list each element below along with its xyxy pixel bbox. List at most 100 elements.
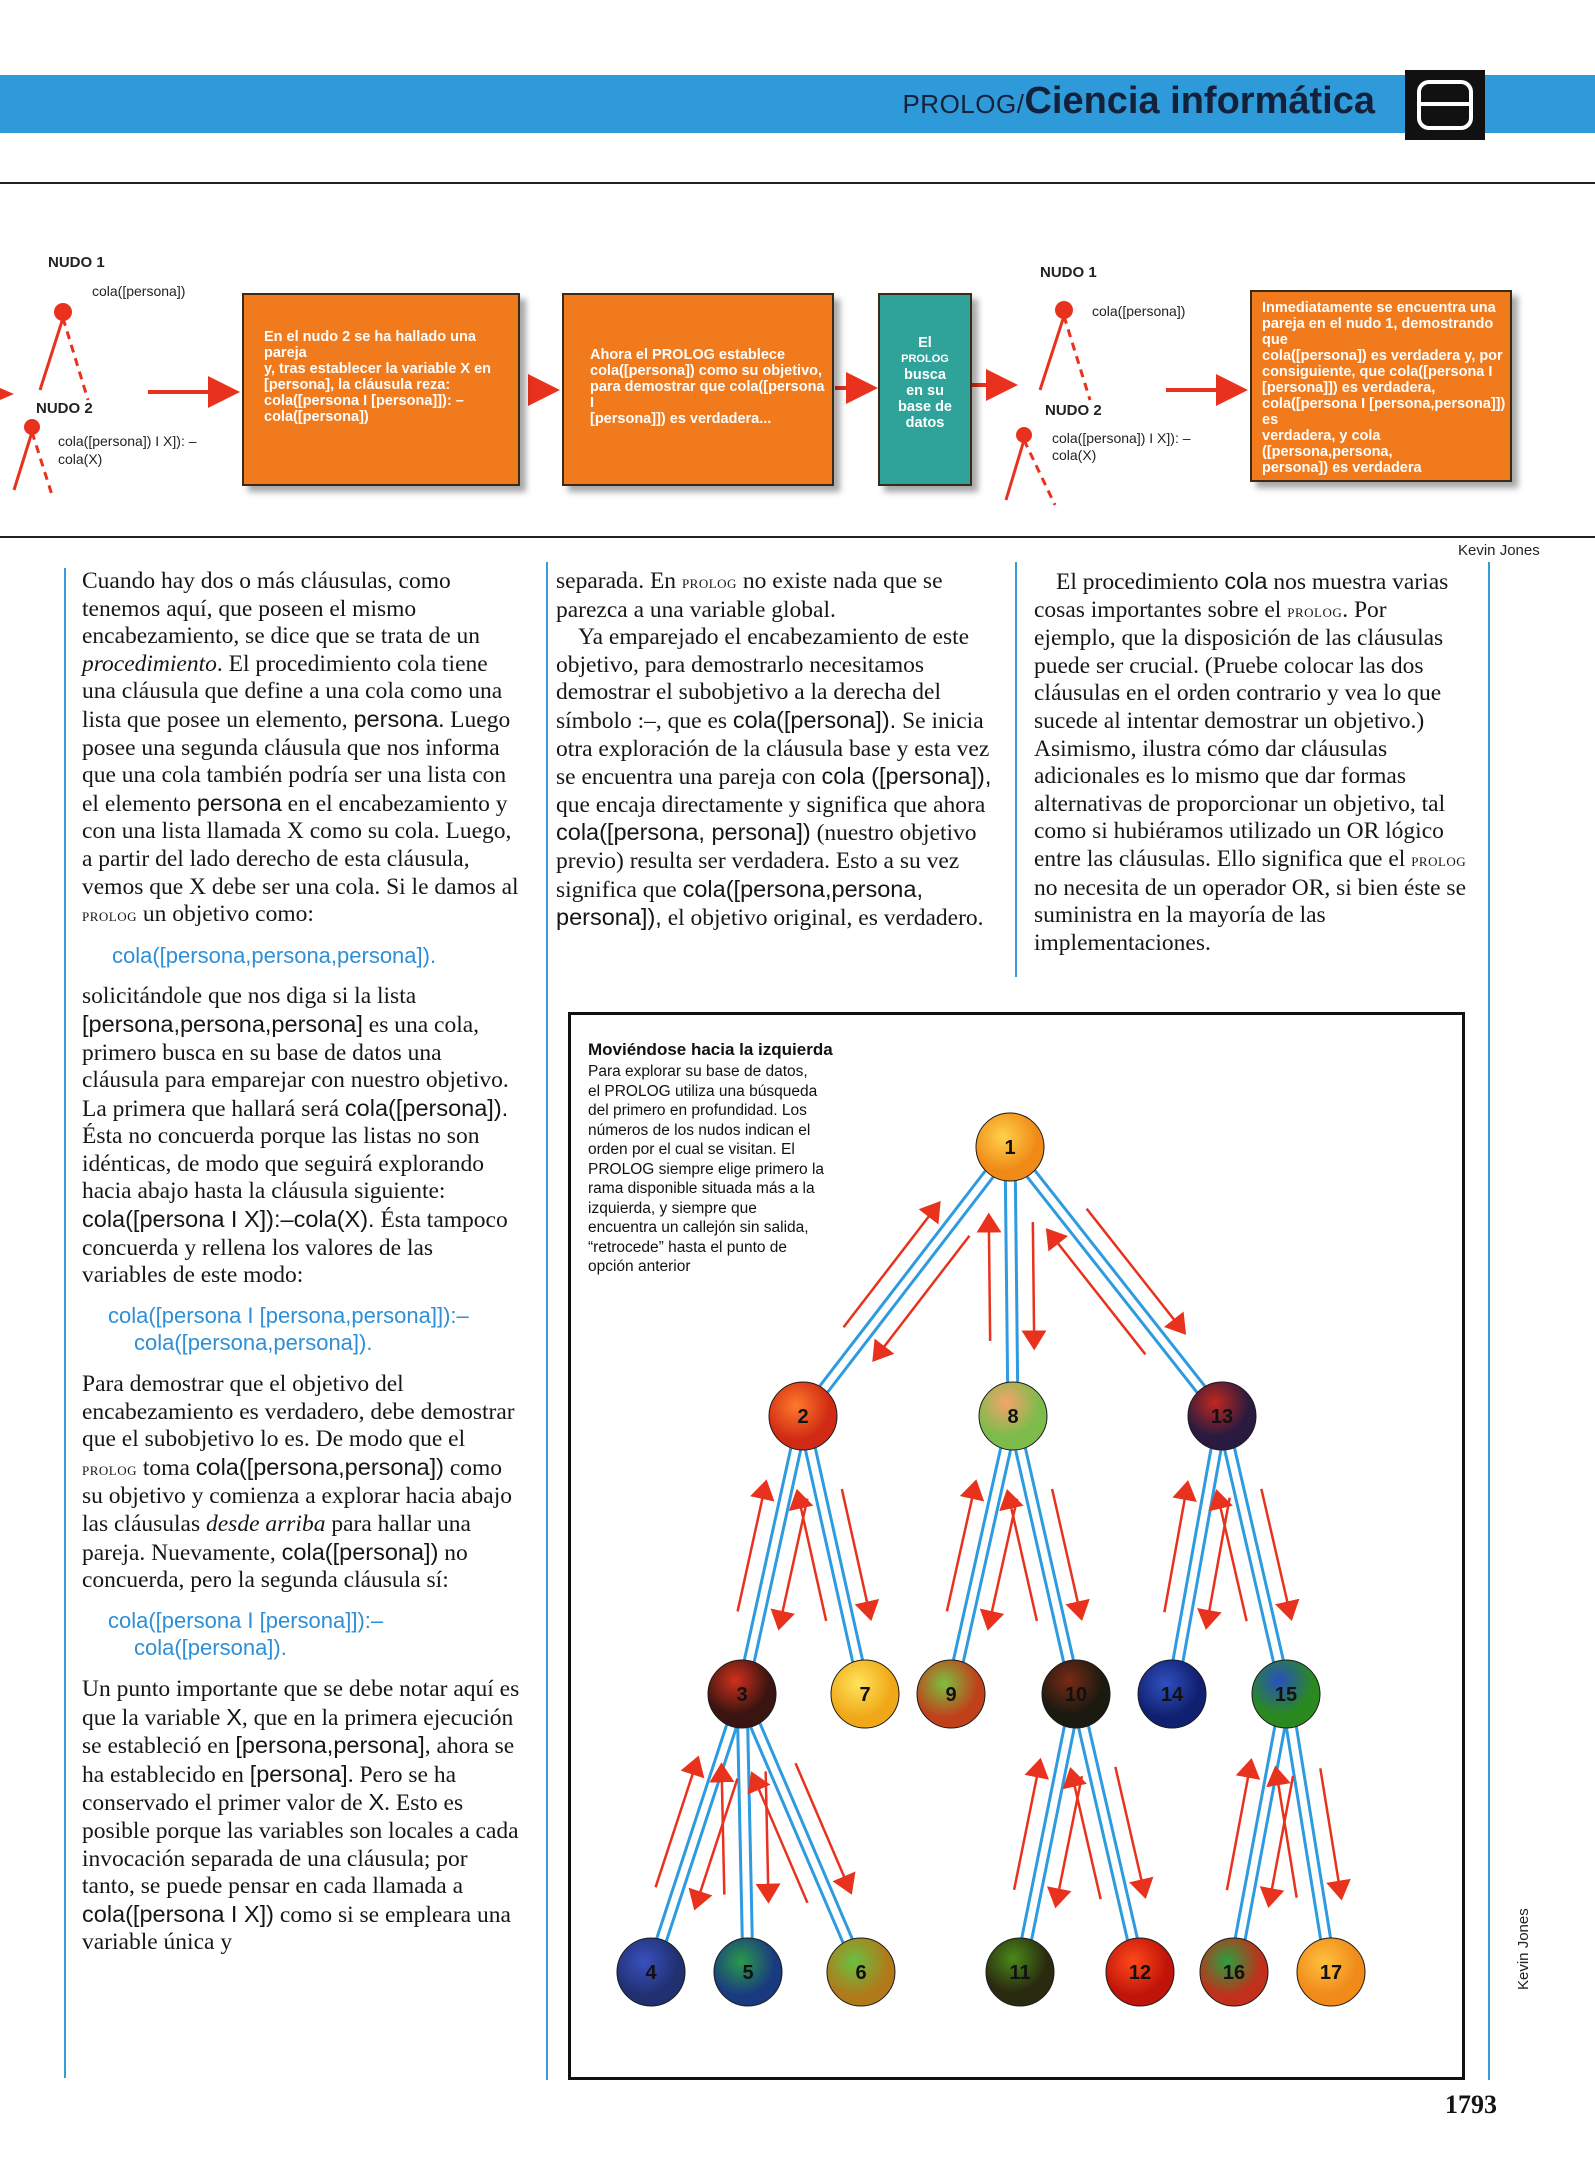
descend-arrow	[1021, 1222, 1047, 1351]
paragraph: Para demostrar que el objetivo del encab…	[82, 1371, 515, 1594]
column-rule-mid	[546, 562, 548, 2080]
tree-edge-line	[1285, 1728, 1323, 1940]
page-number: 1793	[1445, 2090, 1497, 2119]
tree-edges	[655, 1169, 1332, 1944]
tree-node-7: 7	[830, 1659, 900, 1729]
right-nudo2-label: NUDO 2	[1045, 402, 1102, 419]
paragraph: Ya emparejado el encabezamiento de este …	[556, 624, 992, 932]
figure-credit: Kevin Jones	[1515, 1908, 1532, 1990]
paragraph: Un punto importante que se debe notar aq…	[82, 1675, 520, 1956]
running-head: PROLOG/Ciencia informática	[902, 80, 1375, 122]
tree-edge-line	[826, 1176, 995, 1394]
right-nudo1-label: NUDO 1	[1040, 264, 1097, 281]
tree-edge-line	[736, 1728, 744, 1939]
tree-node-5: 5	[713, 1937, 783, 2007]
tree-node-circle	[768, 1381, 838, 1451]
backtrack-arrow	[1045, 1228, 1147, 1356]
tree-edge-line	[818, 1169, 987, 1387]
tree-edge-line	[1223, 1449, 1275, 1663]
tree-node-10: 10	[1041, 1659, 1111, 1729]
tree-node-circle	[1105, 1937, 1175, 2007]
tree-node-14: 14	[1137, 1659, 1207, 1729]
tree-edge-line	[813, 1447, 864, 1661]
tree-edge-line	[749, 1726, 845, 1944]
tree-node-11: 11	[985, 1937, 1055, 2007]
column-rule-right	[1015, 562, 1017, 977]
tree-edge-line	[1077, 1727, 1129, 1941]
tree-node-label: 15	[1275, 1684, 1297, 1706]
tree-node-4: 4	[616, 1937, 686, 2007]
left-nudo2-text2: cola(X)	[58, 451, 103, 467]
backtrack-arrow	[1208, 1489, 1248, 1622]
tree-node-17: 17	[1296, 1937, 1366, 2007]
backtrack-arrow	[1266, 1765, 1298, 1898]
backtrack-arrow	[945, 1479, 985, 1612]
tree-node-circle	[1187, 1381, 1257, 1451]
paragraph: Cuando hay dos o más cláusulas, como ten…	[82, 568, 519, 928]
paragraph: solicitándole que nos diga si la lista […	[82, 983, 509, 1289]
tree-edge-line	[742, 1447, 793, 1661]
header-rule	[0, 182, 1595, 184]
right-nudo1-text: cola([persona])	[1092, 303, 1186, 319]
tree-node-label: 5	[742, 1962, 753, 1984]
backtrack-arrow	[842, 1200, 941, 1329]
figure-title: Moviéndose hacia la izquierda	[588, 1040, 833, 1059]
backtrack-arrow	[1163, 1480, 1197, 1613]
descend-arrow	[1260, 1488, 1300, 1621]
tree-node-circle	[707, 1659, 777, 1729]
tree-node-2: 2	[768, 1381, 838, 1451]
tree-edge-line	[804, 1449, 855, 1663]
body-column-3: El procedimiento cola nos muestra varias…	[1034, 568, 1474, 957]
tree-edge-line	[655, 1724, 729, 1939]
left-nudo2-label: NUDO 2	[36, 400, 93, 417]
backtrack-arrow	[1225, 1757, 1261, 1891]
tree-edge-line	[746, 1727, 754, 1938]
left-nudo2-text1: cola([persona]) I X]): –	[58, 433, 197, 449]
figure-caption: Para explorar su base de datos,el PROLOG…	[588, 1063, 825, 1275]
descend-arrow	[1114, 1766, 1154, 1899]
right-nudo2-text1: cola([persona]) I X]): –	[1052, 430, 1191, 446]
tree-node-circle	[1251, 1659, 1321, 1729]
code-example-3b: cola([persona]).	[134, 1635, 287, 1661]
body-column-2: separada. En prolog no existe nada que s…	[556, 568, 996, 933]
tree-edge-line	[1020, 1726, 1066, 1938]
descend-arrow	[872, 1234, 971, 1363]
tree-node-label: 2	[797, 1406, 808, 1428]
tree-node-8: 8	[978, 1381, 1048, 1451]
tree-node-16: 16	[1199, 1937, 1269, 2007]
tree-node-circle	[713, 1937, 783, 2007]
tree-node-circle	[1137, 1659, 1207, 1729]
tree-edge-line	[1243, 1728, 1287, 1940]
tree-edge-line	[664, 1727, 738, 1942]
tree-edge-line	[1023, 1447, 1075, 1661]
tree-node-1: 1	[975, 1112, 1045, 1182]
descend-arrow	[794, 1762, 856, 1895]
diagram-credit: Kevin Jones	[1458, 542, 1540, 559]
header-band	[0, 75, 1595, 133]
tree-node-label: 12	[1129, 1962, 1151, 1984]
tree-node-circle	[616, 1937, 686, 2007]
tree-edge-line	[1030, 1728, 1076, 1940]
body-column-1: Cuando hay dos o más cláusulas, como ten…	[82, 568, 522, 1957]
diagram-bottom-rule	[0, 536, 1595, 538]
tree-edge-line	[1233, 1447, 1285, 1661]
tree-edge-line	[1003, 1181, 1010, 1383]
tree-node-label: 8	[1007, 1406, 1018, 1428]
tree-edge-line	[1087, 1725, 1139, 1939]
tree-edge-line	[1014, 1449, 1066, 1663]
tree-edge-line	[1181, 1450, 1223, 1662]
tree-arrows	[654, 1200, 1351, 1911]
descend-arrow	[1085, 1207, 1187, 1335]
tree-node-13: 13	[1187, 1381, 1257, 1451]
tree-node-label: 1	[1004, 1137, 1015, 1159]
tree-node-6: 6	[826, 1937, 896, 2007]
column-rule-left	[64, 568, 66, 2078]
tree-edge-line	[1294, 1726, 1332, 1938]
tree-edge-line	[1013, 1180, 1020, 1382]
tree-node-label: 4	[645, 1962, 657, 1984]
tree-edge-line	[1033, 1169, 1207, 1388]
